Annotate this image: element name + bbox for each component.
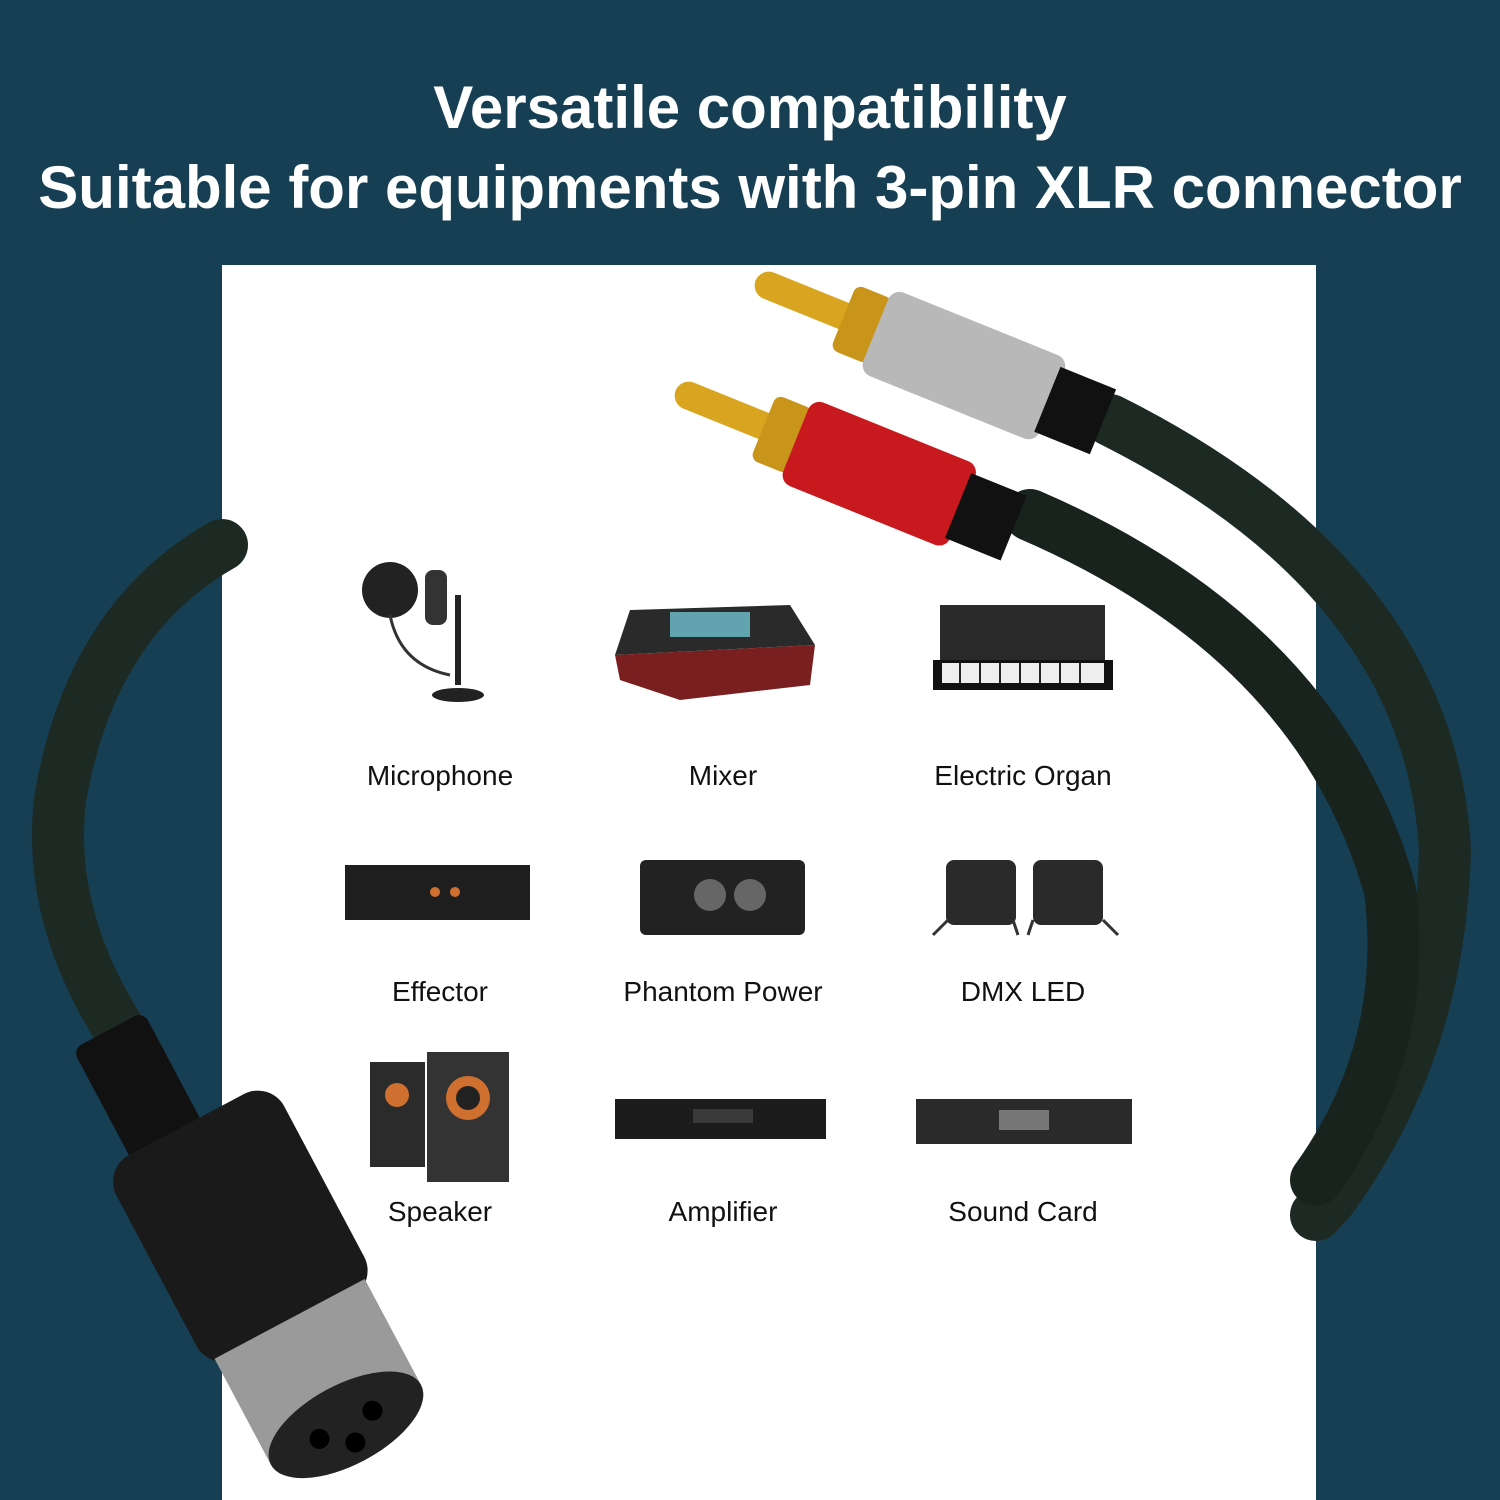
phantom-power-icon: [640, 860, 805, 935]
rca-cable-red: [1004, 489, 1420, 1206]
xlr-cable: [31, 519, 248, 1086]
amplifier-icon: [615, 1099, 826, 1139]
device-label-sound-card: Sound Card: [948, 1196, 1098, 1227]
device-label-amplifier: Amplifier: [668, 1196, 778, 1227]
rca-plug-white: [754, 271, 1117, 455]
microphone-icon: [362, 562, 484, 702]
keyboard-icon: [933, 605, 1113, 690]
device-label-microphone: Microphone: [366, 760, 514, 791]
device-label-effector: Effector: [392, 976, 488, 1007]
device-label-electric-organ: Electric Organ: [934, 760, 1112, 791]
stage-light-icon: [931, 860, 1120, 937]
device-label-mixer: Mixer: [688, 760, 758, 791]
device-label-dmx-led: DMX LED: [960, 976, 1086, 1007]
effector-icon: [345, 865, 530, 920]
device-label-phantom-power: Phantom Power: [623, 976, 823, 1007]
headline-title: Versatile compatibility: [433, 74, 1067, 141]
xlr-female-connector: [76, 1015, 424, 1479]
mixer-icon: [615, 605, 815, 700]
rca-cable-white: [1084, 394, 1472, 1241]
device-label-speaker: Speaker: [387, 1196, 493, 1227]
sound-card-icon: [916, 1099, 1132, 1144]
headline-subtitle: Suitable for equipments with 3-pin XLR c…: [38, 154, 1462, 221]
rca-plug-red: [674, 381, 1027, 561]
speaker-icon: [370, 1052, 509, 1182]
